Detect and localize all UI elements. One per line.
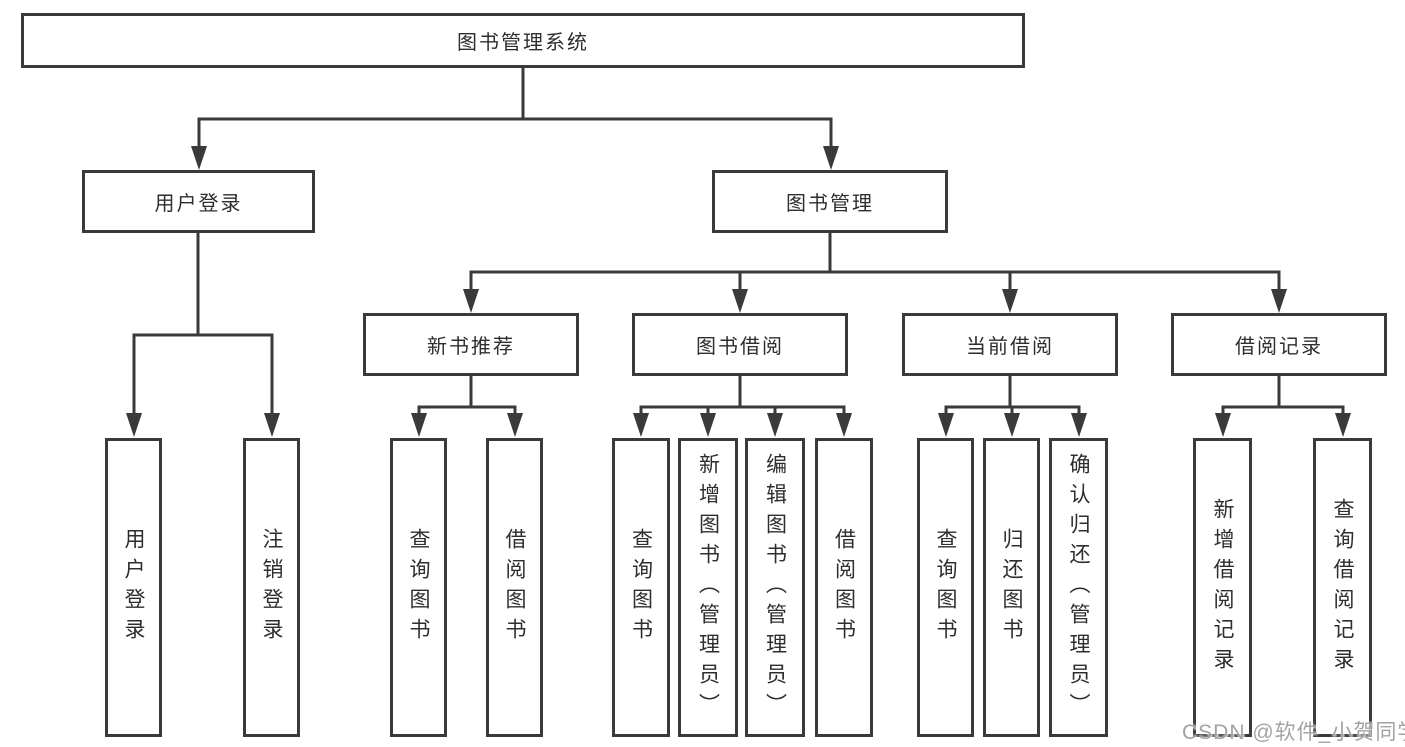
arrow-down-icon — [1071, 413, 1087, 437]
arrow-down-icon — [700, 413, 716, 437]
leaf-add-borrow-record: 新增借阅记录 — [1193, 438, 1252, 737]
arrow-down-icon — [411, 413, 427, 437]
leaf-label: 查询图书 — [407, 527, 430, 648]
leaf-query-books-recommend: 查询图书 — [390, 438, 447, 737]
arrow-down-icon — [126, 413, 142, 437]
leaf-label: 注销登录 — [260, 527, 283, 648]
arrow-down-icon — [191, 146, 207, 170]
node-book-management: 图书管理 — [712, 170, 948, 233]
node-book-borrowing: 图书借阅 — [632, 313, 848, 376]
arrow-down-icon — [767, 413, 783, 437]
leaf-confirm-return-admin: 确认归还（管理员） — [1049, 438, 1108, 737]
arrow-down-icon — [1215, 413, 1231, 437]
leaf-label: 新增图书（管理员） — [696, 452, 720, 723]
leaf-label: 查询图书 — [629, 527, 653, 648]
arrow-down-icon — [463, 289, 479, 313]
arrow-down-icon — [823, 146, 839, 170]
node-new-book-recommend: 新书推荐 — [363, 313, 579, 376]
node-label: 新书推荐 — [427, 336, 515, 358]
leaf-label: 用户登录 — [122, 527, 145, 648]
leaf-borrow-books-recommend: 借阅图书 — [486, 438, 543, 737]
leaf-logout: 注销登录 — [243, 438, 300, 737]
leaf-label: 归还图书 — [1000, 527, 1023, 648]
leaf-label: 查询借阅记录 — [1331, 497, 1354, 678]
node-label: 当前借阅 — [966, 336, 1054, 358]
leaf-add-book-admin: 新增图书（管理员） — [678, 438, 738, 737]
node-label: 图书借阅 — [696, 336, 784, 358]
leaf-return-books: 归还图书 — [983, 438, 1040, 737]
arrow-down-icon — [1002, 289, 1018, 313]
arrow-down-icon — [1271, 289, 1287, 313]
node-label: 图书管理 — [786, 193, 874, 215]
node-user-login: 用户登录 — [82, 170, 315, 233]
node-library-management-system: 图书管理系统 — [21, 13, 1025, 68]
leaf-label: 确认归还（管理员） — [1067, 452, 1090, 723]
node-label: 借阅记录 — [1235, 336, 1323, 358]
arrow-down-icon — [732, 289, 748, 313]
leaf-label: 编辑图书（管理员） — [763, 452, 787, 723]
arrow-down-icon — [264, 413, 280, 437]
csdn-watermark: CSDN @软件_小贺同学 — [1182, 721, 1405, 744]
arrow-down-icon — [1335, 413, 1351, 437]
leaf-query-books-borrowing: 查询图书 — [612, 438, 670, 737]
leaf-label: 借阅图书 — [503, 527, 526, 648]
leaf-edit-book-admin: 编辑图书（管理员） — [745, 438, 805, 737]
arrow-down-icon — [507, 413, 523, 437]
leaf-label: 查询图书 — [934, 527, 957, 648]
arrowheads-group — [126, 146, 1351, 437]
node-label: 图书管理系统 — [457, 32, 589, 54]
node-current-borrowing: 当前借阅 — [902, 313, 1118, 376]
arrow-down-icon — [938, 413, 954, 437]
leaf-user-login: 用户登录 — [105, 438, 162, 737]
node-borrowing-records: 借阅记录 — [1171, 313, 1387, 376]
leaf-label: 新增借阅记录 — [1211, 497, 1234, 678]
leaf-label: 借阅图书 — [832, 527, 856, 648]
leaf-query-books-current: 查询图书 — [917, 438, 974, 737]
arrow-down-icon — [1004, 413, 1020, 437]
leaf-query-borrow-record: 查询借阅记录 — [1313, 438, 1372, 737]
arrow-down-icon — [633, 413, 649, 437]
leaf-borrow-books-borrowing: 借阅图书 — [815, 438, 873, 737]
arrow-down-icon — [836, 413, 852, 437]
node-label: 用户登录 — [154, 193, 243, 215]
